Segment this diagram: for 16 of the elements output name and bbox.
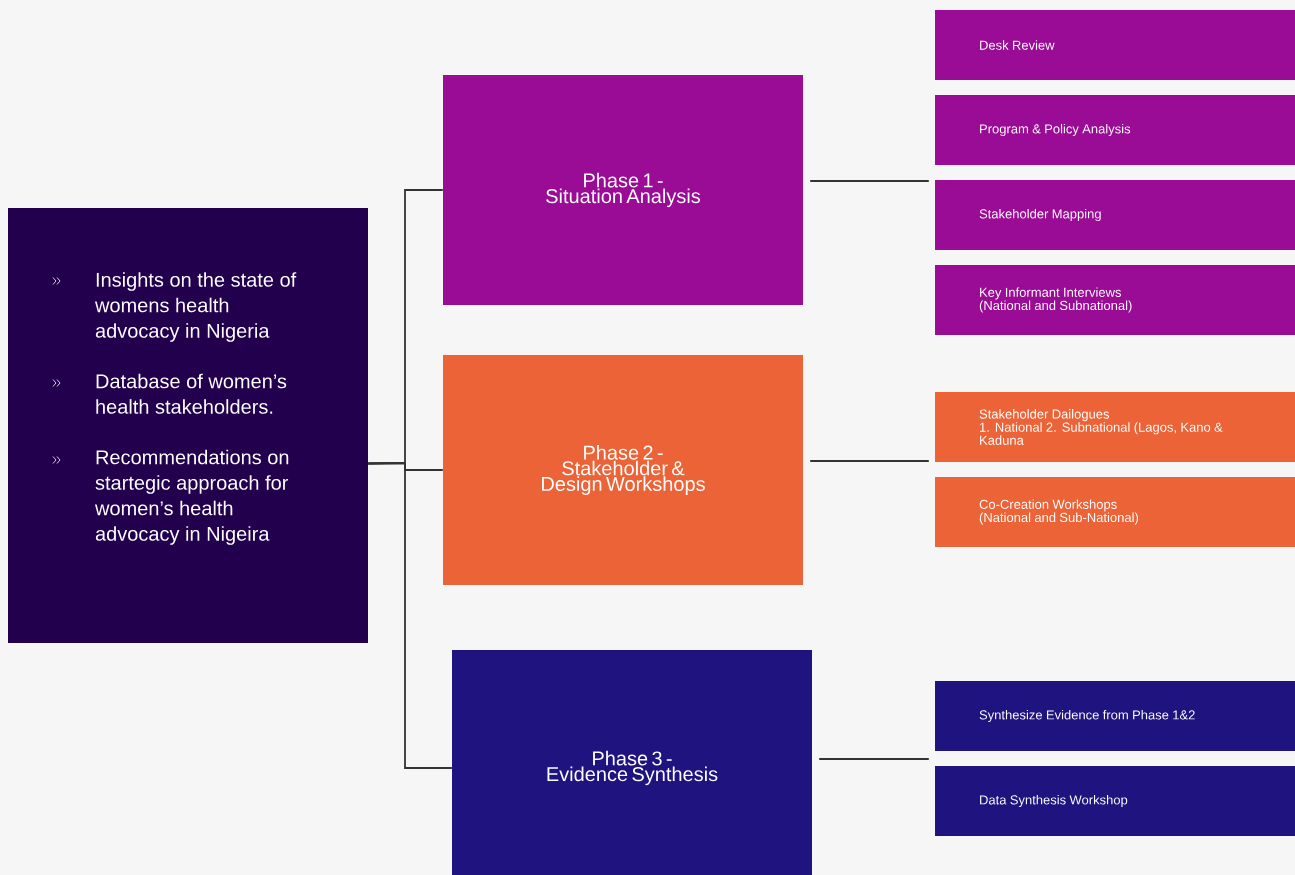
phase-box: Phase 2 - Stakeholder & Design Workshops [443,355,803,585]
connector-line [367,462,453,769]
activity-box: Key Informant Interviews (National and Subnational) [935,265,1295,335]
phase-box: Phase 1 - Situation Analysis [443,75,803,305]
activity-box: Stakeholder Mapping [935,180,1295,250]
activity-box: Stakeholder Dailogues 1. National 2. Subnational (Lagos, Kano & Kaduna [935,392,1295,462]
activity-box: Desk Review [935,10,1295,80]
activity-box: Synthesize Evidence from Phase 1&2 [935,681,1295,751]
connector-line [809,460,930,462]
connector-line [809,180,930,182]
outcomes-box: Insights on the state of womens health advocacy in Nigeria Database of women’s health stakeholders. Recommendations on startegic approach for women’s health advocacy in Nigeira [8,208,368,643]
activity-box: Program & Policy Analysis [935,95,1295,165]
connector-line [818,758,930,760]
phase-box: Phase 3 - Evidence Synthesis [452,650,812,875]
activity-box: Co-Creation Workshops (National and Sub-National) [935,477,1295,547]
activity-box: Data Synthesis Workshop [935,766,1295,836]
